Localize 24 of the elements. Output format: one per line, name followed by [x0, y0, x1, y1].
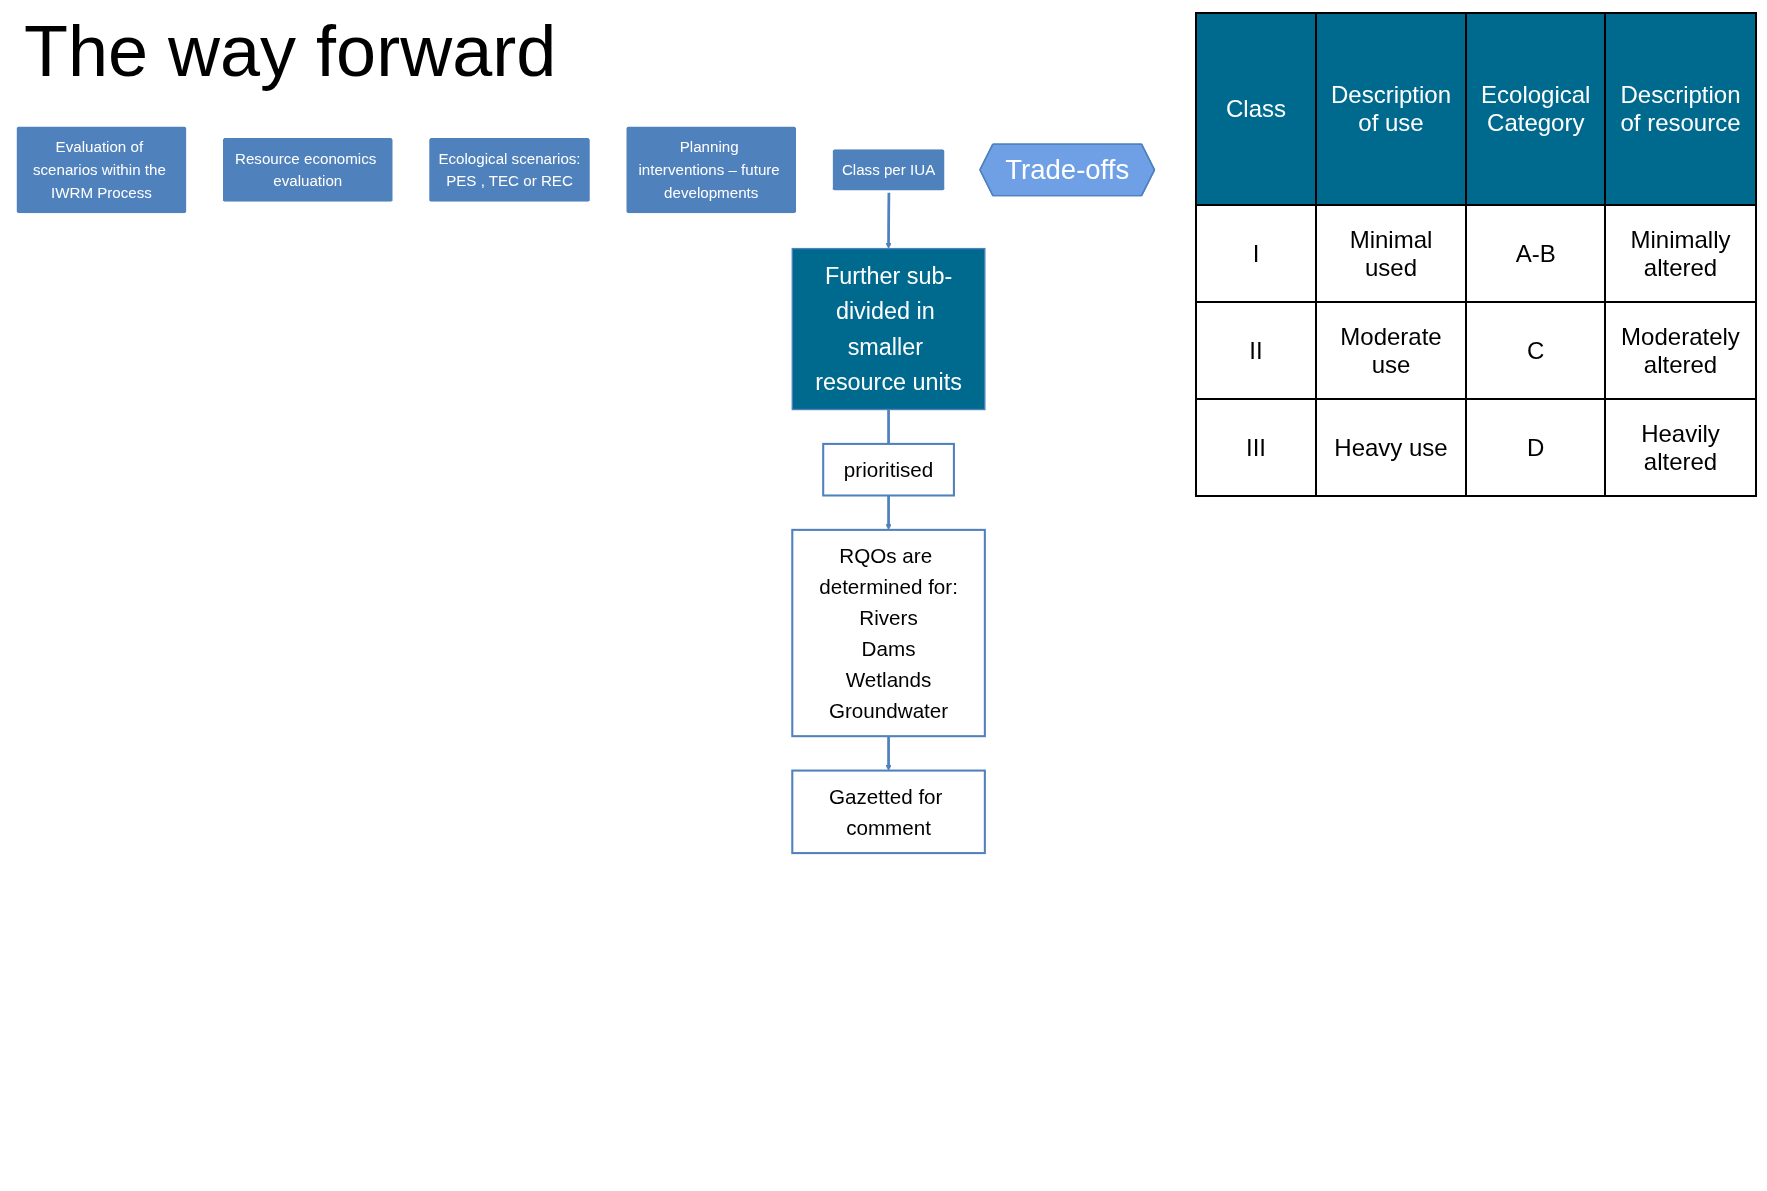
- header-cell: Description of use: [1316, 13, 1467, 205]
- arrow: [885, 191, 892, 249]
- table-cell: Heavily altered: [1605, 399, 1756, 496]
- node-box: prioritised: [822, 442, 955, 497]
- header-cell: Ecological Category: [1466, 13, 1606, 205]
- node-box: Further sub-divided in smaller resource units: [791, 247, 986, 411]
- node-box: RQOs are determined for: Rivers Dams Wetlands Groundwater: [791, 528, 986, 738]
- table-cell: Moderate use: [1316, 302, 1467, 399]
- header-cell: Description of resource: [1605, 13, 1756, 205]
- table-cell: Minimally altered: [1605, 205, 1756, 302]
- connector: [887, 409, 890, 444]
- table-cell: Moderately altered: [1605, 302, 1756, 399]
- table-cell: D: [1466, 399, 1606, 496]
- table-cell: Minimal used: [1316, 205, 1467, 302]
- table-cell: II: [1196, 302, 1316, 399]
- table-cell: Heavy use: [1316, 399, 1467, 496]
- table-cell: C: [1466, 302, 1606, 399]
- header-cell: Class: [1196, 13, 1316, 205]
- arrow: [885, 736, 892, 771]
- table-cell: III: [1196, 399, 1316, 496]
- table-cell: I: [1196, 205, 1316, 302]
- table-cell: A-B: [1466, 205, 1606, 302]
- node-box: Gazetted for comment: [791, 769, 986, 855]
- title: The way forward: [24, 10, 557, 92]
